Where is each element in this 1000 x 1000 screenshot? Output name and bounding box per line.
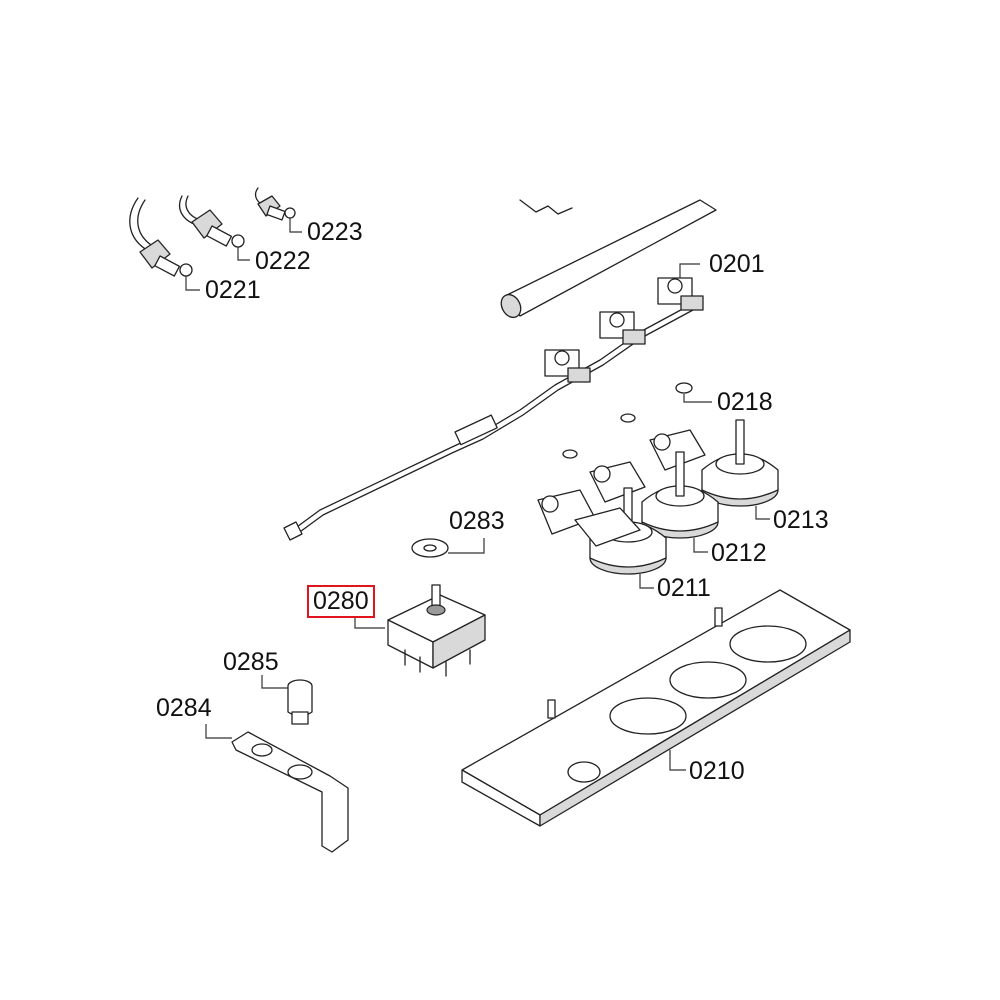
ignition-harness [283, 263, 704, 541]
callout-0280-highlighted: 0280 [307, 585, 375, 618]
valve-0213 [649, 419, 779, 507]
fitting-0223 [257, 195, 296, 221]
callout-0218: 0218 [716, 388, 774, 416]
rod-0201 [500, 199, 717, 319]
switch-0280 [354, 584, 486, 677]
wire-fragment [519, 199, 573, 215]
pipe-fittings [129, 187, 302, 291]
callout-0284: 0284 [155, 694, 213, 722]
callout-0283: 0283 [448, 507, 506, 535]
callout-0210: 0210 [688, 757, 746, 785]
fitting-0221 [139, 239, 193, 277]
base-tray-0210 [461, 589, 851, 827]
gas-valves [537, 419, 779, 589]
lamp-holder-0285 [261, 672, 313, 725]
bracket-0284 [205, 724, 349, 853]
callout-0212: 0212 [710, 539, 768, 567]
washers-0218 [562, 382, 712, 459]
fitting-0222 [191, 209, 245, 248]
valve-0211 [537, 487, 667, 575]
callout-0222: 0222 [254, 247, 312, 275]
callout-0221: 0221 [204, 276, 262, 304]
callout-0213: 0213 [772, 506, 830, 534]
callout-0223: 0223 [306, 218, 364, 246]
callout-0211: 0211 [656, 574, 712, 602]
washer-0283 [411, 538, 485, 558]
callout-0285: 0285 [222, 648, 280, 676]
callout-0201: 0201 [708, 250, 766, 278]
